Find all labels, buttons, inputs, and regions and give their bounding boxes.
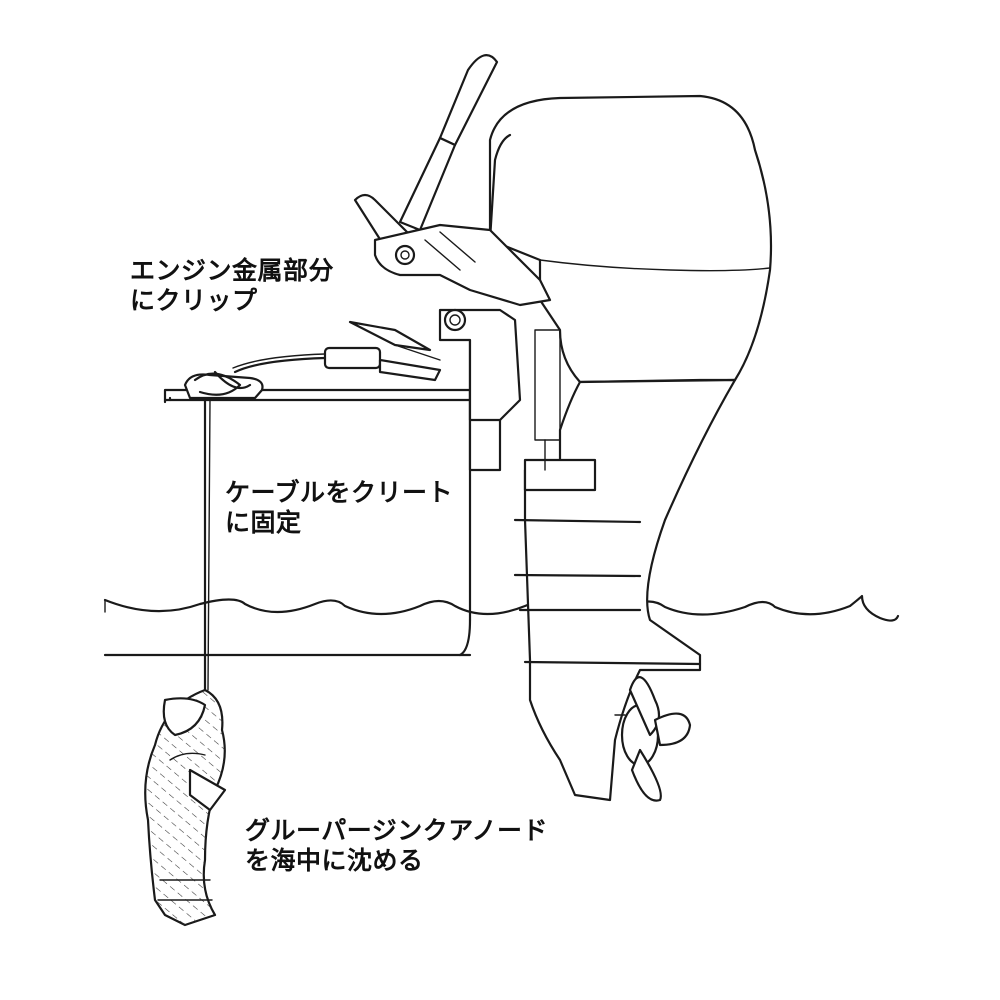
alligator-clip — [325, 322, 440, 380]
clip-instruction-label: エンジン金属部分 にクリップ — [130, 256, 334, 316]
cleat-instruction-label: ケーブルをクリート に固定 — [225, 478, 453, 538]
engine-cowling — [490, 96, 771, 382]
cleat — [185, 372, 263, 398]
water-surface — [105, 596, 898, 621]
clip-instruction-line2: にクリップ — [130, 286, 334, 316]
cleat-instruction-line1: ケーブルをクリート — [225, 478, 453, 508]
clip-instruction-line1: エンジン金属部分 — [130, 256, 334, 286]
cleat-instruction-line2: に固定 — [225, 508, 453, 538]
anode-instruction-line2: を海中に沈める — [245, 846, 548, 876]
anode-fish — [145, 690, 225, 925]
anode-instruction-label: グルーパージンクアノード を海中に沈める — [245, 816, 548, 876]
anode-instruction-line1: グルーパージンクアノード — [245, 816, 548, 846]
